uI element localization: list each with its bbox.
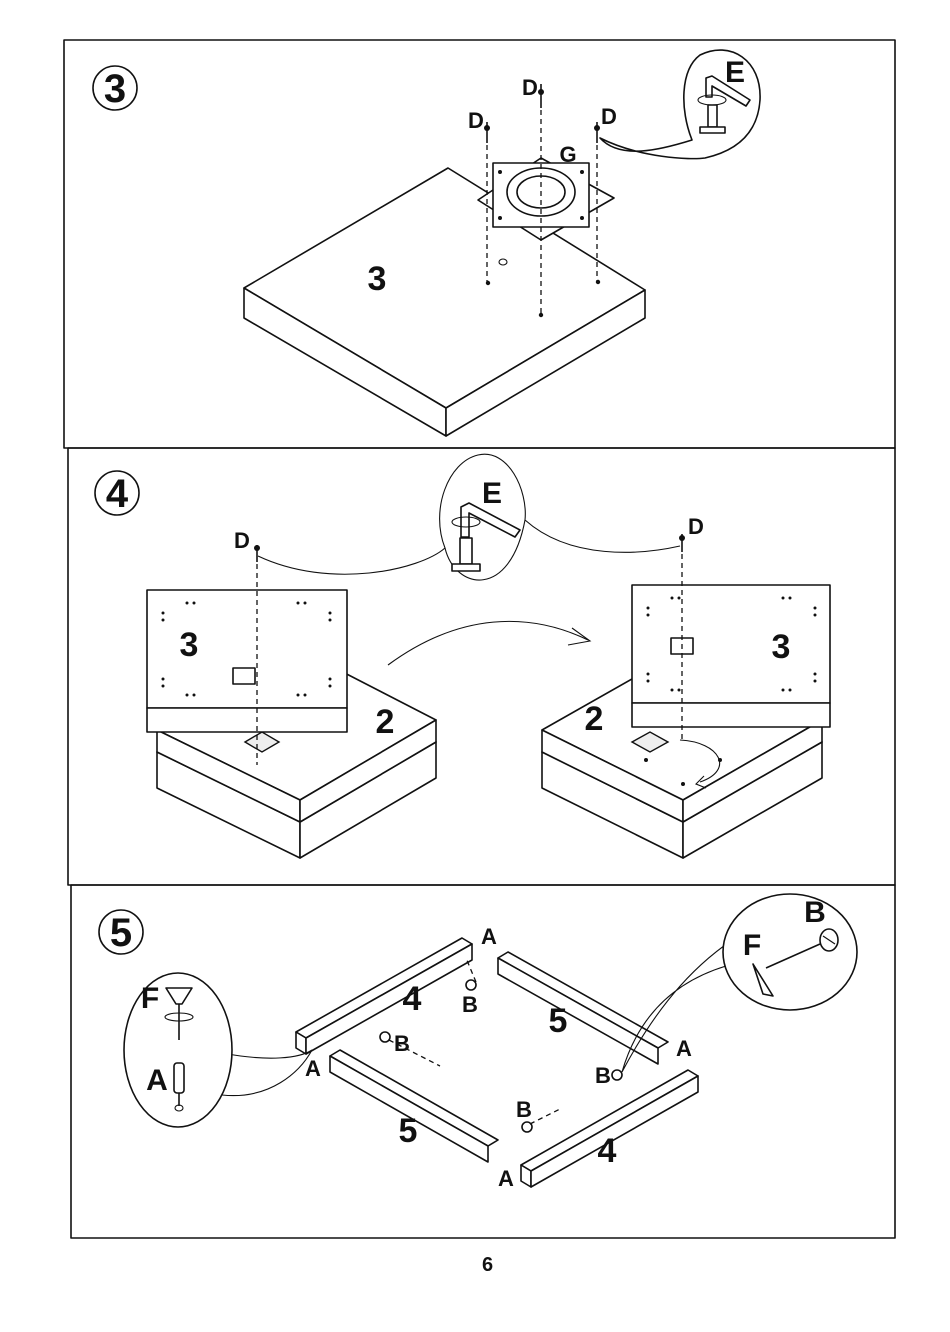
callout-pointer	[222, 1050, 312, 1096]
board-3-label: 3	[772, 628, 791, 666]
board-2-label: 2	[376, 703, 395, 741]
screw-d-label: D	[522, 75, 538, 100]
board-3-label: 3	[368, 260, 387, 298]
board-3-right	[632, 585, 830, 727]
dowel-a-label: A	[498, 1166, 514, 1191]
screw-d-label: D	[688, 514, 704, 539]
step-5-number: 5	[110, 911, 132, 955]
screw-hole	[539, 313, 543, 317]
screw-hole	[718, 758, 722, 762]
dowel-a-label: A	[305, 1056, 321, 1081]
screw-d	[538, 84, 544, 108]
screw-d	[254, 545, 260, 562]
page-number: 6	[0, 1254, 950, 1277]
cam-b-label: B	[394, 1031, 410, 1056]
flip-arrow	[388, 621, 588, 665]
rail-5-right	[498, 952, 668, 1064]
board-3-label: 3	[180, 626, 199, 664]
guide-line	[466, 958, 476, 982]
screw-d-label: D	[468, 108, 484, 133]
cam-b-label: B	[804, 896, 826, 929]
rail-4-label: 4	[403, 980, 422, 1018]
tool-e-label: E	[482, 477, 502, 510]
step-4-number: 4	[106, 472, 129, 516]
plate-g-label: G	[559, 142, 576, 167]
dowel-a-label: A	[481, 924, 497, 949]
cam-lock-b-icon	[820, 929, 838, 951]
screw-hole	[644, 758, 648, 762]
screw-d	[594, 122, 600, 143]
cam-lock-b-icon	[380, 1032, 390, 1042]
cam-b-label: B	[516, 1097, 532, 1122]
dowel-a-label: A	[146, 1064, 168, 1097]
step-3-number: 3	[104, 67, 126, 111]
rail-5-label: 5	[549, 1002, 568, 1040]
board-3-left	[147, 590, 347, 732]
screw-d	[484, 122, 490, 143]
screw-d-label: D	[601, 104, 617, 129]
guide-line	[530, 1108, 562, 1124]
dowel-a-label: A	[676, 1036, 692, 1061]
tool-e-label: E	[725, 56, 745, 89]
rail-4-label: 4	[598, 1132, 617, 1170]
tool-f-label: F	[743, 929, 761, 962]
tool-f-label: F	[141, 982, 159, 1015]
cam-lock-b-icon	[466, 980, 476, 990]
rail-5-label: 5	[399, 1112, 418, 1150]
board-2-label: 2	[585, 700, 604, 738]
swivel-plate-g	[478, 158, 614, 240]
cam-b-label: B	[462, 992, 478, 1017]
cam-b-label: B	[595, 1063, 611, 1088]
screw-hole	[681, 782, 685, 786]
screw-d	[679, 534, 685, 552]
cam-lock-b-icon	[612, 1070, 622, 1080]
screw-d-label: D	[234, 528, 250, 553]
